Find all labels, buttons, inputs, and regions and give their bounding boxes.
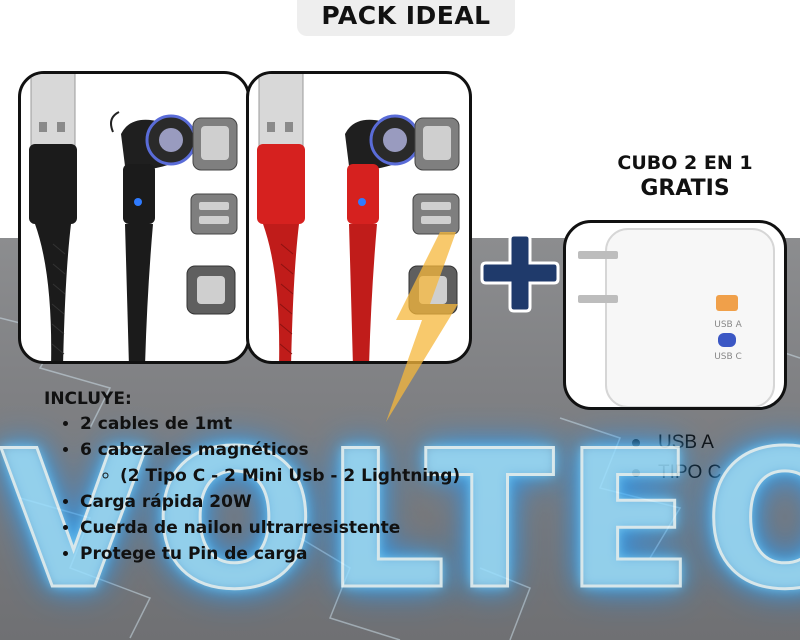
feature-label: TIPO C xyxy=(658,462,722,483)
feature-item: USB A xyxy=(632,428,721,458)
plus-icon xyxy=(480,233,560,313)
includes-list: 2 cables de 1mt 6 cabezales magnéticos (… xyxy=(44,411,460,567)
usb-plug-icon xyxy=(29,74,77,361)
cube-features: USB A TIPO C xyxy=(632,428,721,488)
list-item: 2 cables de 1mt xyxy=(80,411,460,437)
magnetic-connector-icon xyxy=(345,114,421,361)
red-cable-panel xyxy=(246,71,472,364)
list-item: Protege tu Pin de carga xyxy=(80,541,460,567)
usb-a-label: USB A xyxy=(714,320,742,330)
brand-watermark: VOLTEO xyxy=(0,409,800,633)
list-item: Cuerda de nailon ultrarresistente xyxy=(80,515,460,541)
usb-c-port xyxy=(718,333,736,347)
bullet-icon xyxy=(632,439,640,447)
charger-illustration: USB A USB C xyxy=(578,228,775,407)
list-item-label: 6 cabezales magnéticos xyxy=(80,440,309,460)
magnetic-connector-icon xyxy=(110,111,197,361)
bullet-icon xyxy=(632,469,640,477)
title-badge: PACK IDEAL xyxy=(297,0,515,36)
includes-section: INCLUYE: 2 cables de 1mt 6 cabezales mag… xyxy=(44,389,460,567)
usb-plug-icon xyxy=(257,74,305,361)
black-cable-panel xyxy=(18,71,250,364)
feature-label: USB A xyxy=(658,432,714,453)
charger-panel: USB A USB C xyxy=(563,220,787,410)
cube-title: CUBO 2 EN 1 GRATIS xyxy=(590,152,780,201)
usb-a-port xyxy=(716,295,738,311)
feature-item: TIPO C xyxy=(632,458,721,488)
list-item: Carga rápida 20W xyxy=(80,489,460,515)
list-item: 6 cabezales magnéticos (2 Tipo C - 2 Min… xyxy=(80,437,460,489)
cube-title-line1: CUBO 2 EN 1 xyxy=(617,152,753,174)
includes-header: INCLUYE: xyxy=(44,389,132,409)
page-title: PACK IDEAL xyxy=(321,1,491,30)
sub-list: (2 Tipo C - 2 Mini Usb - 2 Lightning) xyxy=(80,463,460,489)
cube-title-line2: GRATIS xyxy=(640,176,730,201)
lightning-bolt-icon xyxy=(386,232,458,422)
sub-list-item: (2 Tipo C - 2 Mini Usb - 2 Lightning) xyxy=(120,463,460,489)
black-cable-illustration xyxy=(29,74,238,361)
usb-c-label: USB C xyxy=(714,352,742,362)
